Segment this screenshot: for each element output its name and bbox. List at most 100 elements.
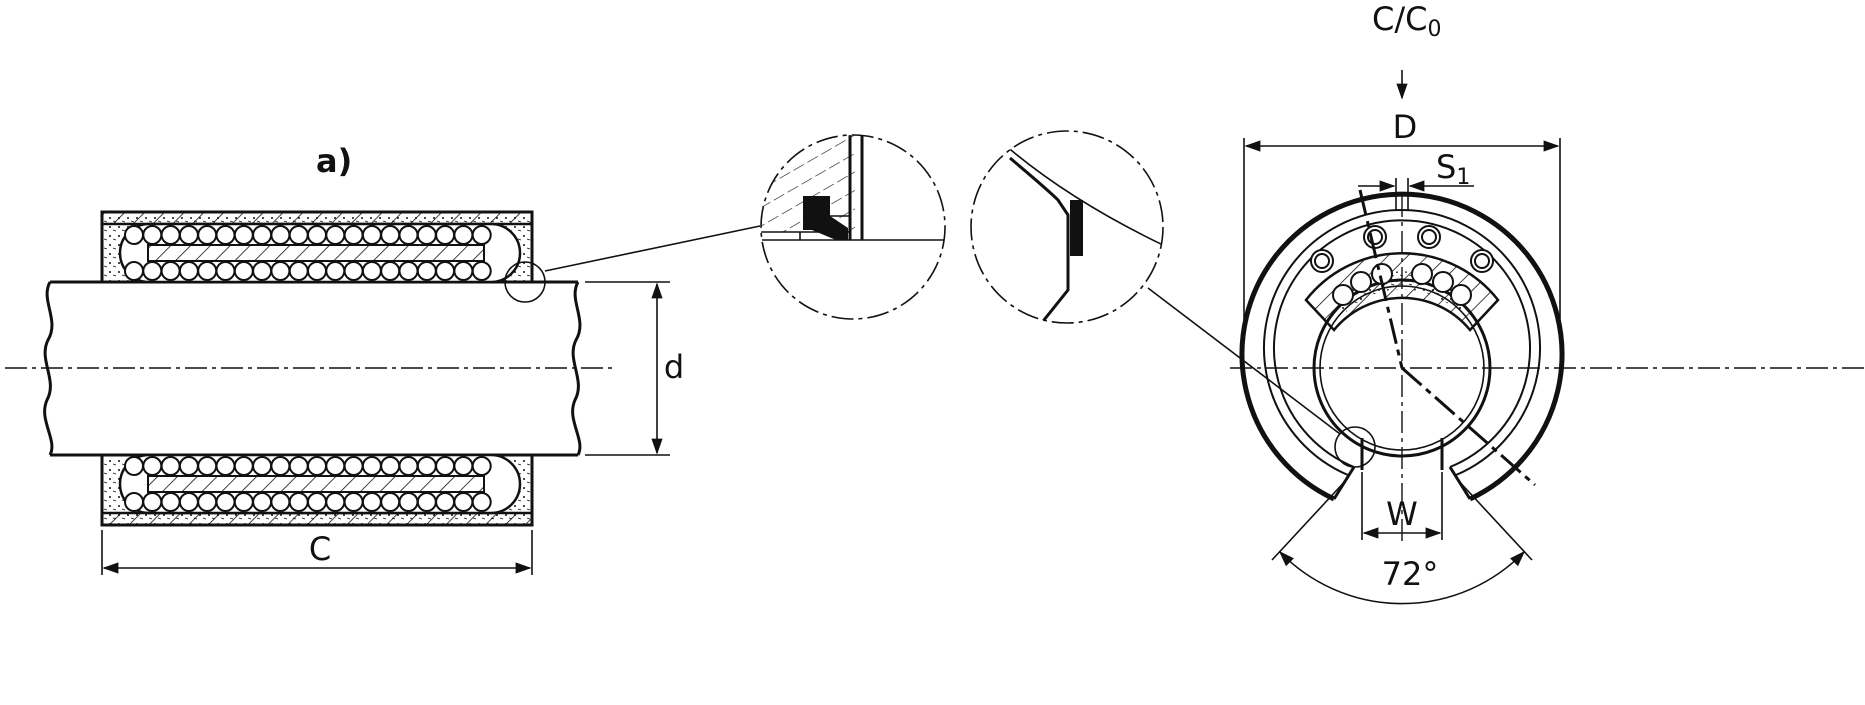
bearing-lower-section: [100, 453, 534, 527]
ball: [435, 225, 456, 245]
ball: [197, 261, 218, 281]
ball: [471, 225, 492, 245]
label-clearance: S1: [1436, 148, 1470, 190]
load-line-left: [1358, 189, 1404, 369]
ball: [343, 456, 364, 476]
ball: [343, 492, 364, 512]
ball: [252, 225, 273, 245]
dimension-shaft-diameter: d: [585, 281, 684, 456]
ball: [307, 225, 327, 245]
ball: [471, 456, 492, 476]
ball-inner: [1314, 253, 1330, 269]
dimension-angle: 72°: [1271, 477, 1533, 605]
ball: [471, 261, 492, 281]
dimension-outer-diameter: D: [1243, 108, 1561, 335]
ball: [416, 456, 437, 476]
detail-seal: [760, 134, 946, 320]
ball: [197, 456, 218, 476]
balls-lower: [124, 456, 492, 512]
ball: [453, 225, 474, 245]
detail-leader-slot: [1147, 287, 1341, 435]
ball: [361, 225, 382, 245]
ball: [1450, 284, 1472, 306]
ball: [215, 261, 236, 281]
ball: [380, 492, 401, 512]
ball: [1350, 271, 1372, 293]
ball: [178, 492, 199, 512]
ball: [233, 225, 254, 245]
housing: [1239, 191, 1565, 502]
ball: [343, 225, 364, 245]
ball: [142, 225, 163, 245]
ball: [398, 492, 419, 512]
balls-front: [1310, 225, 1494, 306]
ball: [435, 261, 456, 281]
label-outer-diameter: D: [1393, 108, 1418, 146]
front-view: C/C0 D S1 W 72°: [1147, 0, 1865, 605]
ball: [252, 261, 273, 281]
ball: [398, 225, 419, 245]
ball: [288, 225, 309, 245]
ball: [215, 225, 236, 245]
ball: [361, 261, 382, 281]
ball: [197, 225, 218, 245]
ball: [435, 492, 456, 512]
ball: [142, 492, 163, 512]
ball: [307, 261, 327, 281]
ball: [178, 456, 199, 476]
ball: [416, 492, 437, 512]
ball: [124, 261, 144, 281]
ball: [380, 261, 401, 281]
ball: [160, 261, 181, 281]
ball: [270, 225, 291, 245]
label-slot-width: W: [1386, 495, 1418, 533]
ball: [160, 492, 181, 512]
ball: [398, 261, 419, 281]
dimension-length: C: [101, 530, 533, 575]
load-line-right: [1401, 366, 1536, 487]
label-angle: 72°: [1382, 555, 1439, 593]
ball: [142, 261, 163, 281]
ball: [197, 492, 218, 512]
ball: [270, 492, 291, 512]
ball: [325, 261, 346, 281]
detail-leader-seal: [544, 225, 761, 272]
ball: [288, 492, 309, 512]
ball: [1332, 284, 1354, 306]
ball: [325, 225, 346, 245]
ball: [252, 456, 273, 476]
ball: [142, 456, 163, 476]
ball: [325, 456, 346, 476]
ball: [252, 492, 273, 512]
label-shaft-diameter: d: [664, 348, 684, 386]
ball: [288, 261, 309, 281]
ball: [215, 492, 236, 512]
ball: [380, 225, 401, 245]
bearing-upper-section: [100, 210, 534, 284]
ball: [343, 261, 364, 281]
ball: [1411, 263, 1433, 285]
balls-upper: [124, 225, 492, 281]
ball: [416, 261, 437, 281]
ball: [453, 492, 474, 512]
ball: [233, 492, 254, 512]
ball-inner: [1421, 229, 1437, 245]
ball: [361, 492, 382, 512]
ball: [233, 261, 254, 281]
ball: [307, 492, 327, 512]
ball: [288, 456, 309, 476]
ball: [361, 456, 382, 476]
dimension-slot-width: W: [1361, 472, 1443, 540]
ball: [160, 225, 181, 245]
ball: [453, 261, 474, 281]
ball: [178, 225, 199, 245]
label-load: C/C0: [1372, 0, 1441, 42]
ball: [416, 225, 437, 245]
detail-marker-seal: [504, 261, 546, 303]
ball: [471, 492, 492, 512]
dimension-clearance: S1: [1358, 148, 1474, 210]
ball: [325, 492, 346, 512]
ball: [1432, 271, 1454, 293]
detail-slot: [970, 130, 1164, 324]
